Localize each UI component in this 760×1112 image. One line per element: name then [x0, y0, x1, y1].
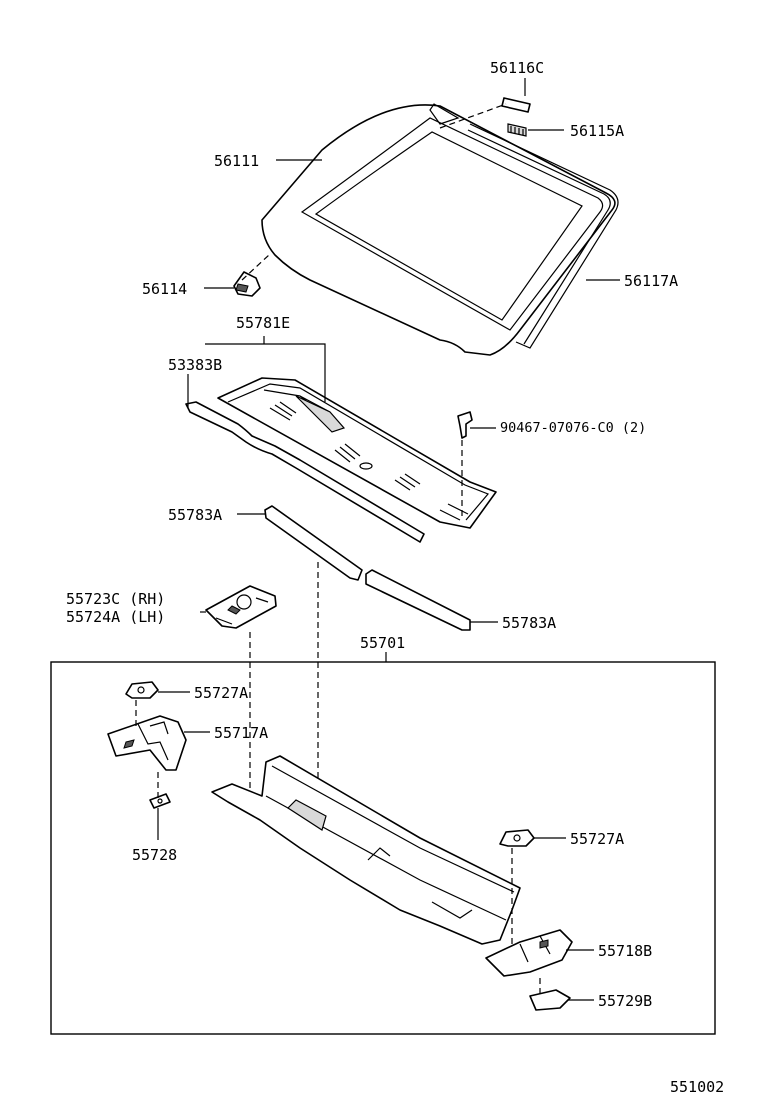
part-56115a-clip — [507, 123, 527, 137]
part-55727a-left — [125, 681, 159, 699]
part-56116c-pad — [501, 97, 531, 113]
label-56111: 56111 — [214, 152, 259, 170]
part-90467-clip — [457, 411, 473, 439]
alignment-lines — [135, 103, 541, 996]
part-56114-clip — [233, 271, 261, 297]
label-55783a-right: 55783A — [502, 614, 556, 632]
seal-55783a-left — [264, 505, 363, 581]
cowl-weatherstrip — [185, 401, 425, 543]
label-55729b: 55729B — [598, 992, 652, 1010]
label-55727a-right: 55727A — [570, 830, 624, 848]
cowl-louver — [217, 377, 497, 529]
leader-lines — [157, 78, 620, 1001]
bracket-55718b — [485, 929, 573, 977]
label-55727a-left: 55727A — [194, 684, 248, 702]
label-90467: 90467-07076-C0 (2) — [500, 420, 646, 436]
part-55728-plate — [149, 793, 171, 809]
bracket-55717a — [107, 715, 187, 771]
label-55723c: 55723C (RH) — [66, 590, 165, 608]
label-53383b: 53383B — [168, 356, 222, 374]
label-56114: 56114 — [142, 280, 187, 298]
part-labels: 56116C 56115A 56111 56114 56117A 55781E … — [66, 59, 724, 1096]
label-55783a-left: 55783A — [168, 506, 222, 524]
label-56115a: 56115A — [570, 122, 624, 140]
label-55781e: 55781E — [236, 314, 290, 332]
label-55728: 55728 — [132, 846, 177, 864]
label-55701: 55701 — [360, 634, 405, 652]
part-55729b-plate — [529, 989, 571, 1011]
cowl-top-panel — [211, 755, 521, 945]
label-56116c: 56116C — [490, 59, 544, 77]
figure-number: 551002 — [670, 1078, 724, 1096]
label-55724a: 55724A (LH) — [66, 608, 165, 626]
windshield-glass — [261, 104, 616, 356]
part-55727a-right — [499, 829, 535, 847]
seal-55783a-right — [365, 569, 471, 631]
assembly-box-55701 — [50, 661, 716, 1035]
label-55718b: 55718B — [598, 942, 652, 960]
windshield-molding — [429, 103, 619, 349]
bracket-55723c — [205, 585, 277, 629]
label-56117a: 56117A — [624, 272, 678, 290]
label-55717a: 55717A — [214, 724, 268, 742]
